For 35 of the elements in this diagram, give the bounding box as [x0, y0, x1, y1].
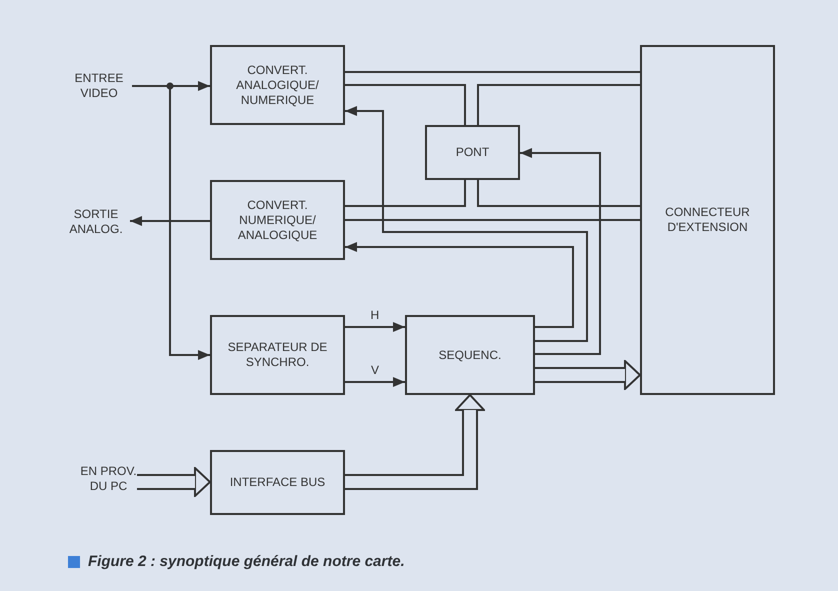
arrow [345, 106, 588, 342]
arrow [345, 242, 574, 328]
arrow [130, 216, 210, 226]
arrow [520, 148, 601, 355]
signal-label: SORTIE ANALOG. [68, 207, 124, 237]
block-label: SEQUENC. [438, 348, 502, 362]
connector-line [345, 71, 640, 73]
connector-line [477, 180, 640, 207]
block-label: CONVERT. ANALOGIQUE/ NUMERIQUE [235, 62, 320, 108]
block-box [210, 315, 345, 395]
block-box [405, 315, 535, 395]
edge-label: V [369, 364, 382, 377]
connector-line [477, 84, 640, 125]
block-label: CONNECTEUR D'EXTENSION [664, 205, 751, 235]
signal-label: EN PROV. DU PC [80, 464, 137, 494]
block-box [210, 180, 345, 260]
arrow [345, 377, 405, 387]
block-box [210, 450, 345, 515]
block-box [425, 125, 520, 180]
connector-line [345, 84, 466, 125]
block-box [210, 45, 345, 125]
block-label: PONT [454, 145, 490, 160]
signal-label: ENTREE VIDEO [74, 71, 124, 101]
bus-arrow [137, 467, 211, 497]
connector-line [345, 219, 640, 221]
block-label: INTERFACE BUS [228, 475, 326, 490]
connector-line [345, 180, 466, 207]
arrow [345, 322, 405, 332]
figure-caption: Figure 2 : synoptique général de notre carte. [88, 553, 405, 570]
block-label: CONVERT. NUMERIQUE/ ANALOGIQUE [236, 198, 318, 242]
bus-arrow [345, 394, 485, 490]
block-label: SEPARATEUR DE SYNCHRO. [226, 340, 328, 370]
block-box [640, 45, 775, 395]
edge-label: H [368, 309, 382, 322]
bus-arrow [535, 360, 641, 390]
